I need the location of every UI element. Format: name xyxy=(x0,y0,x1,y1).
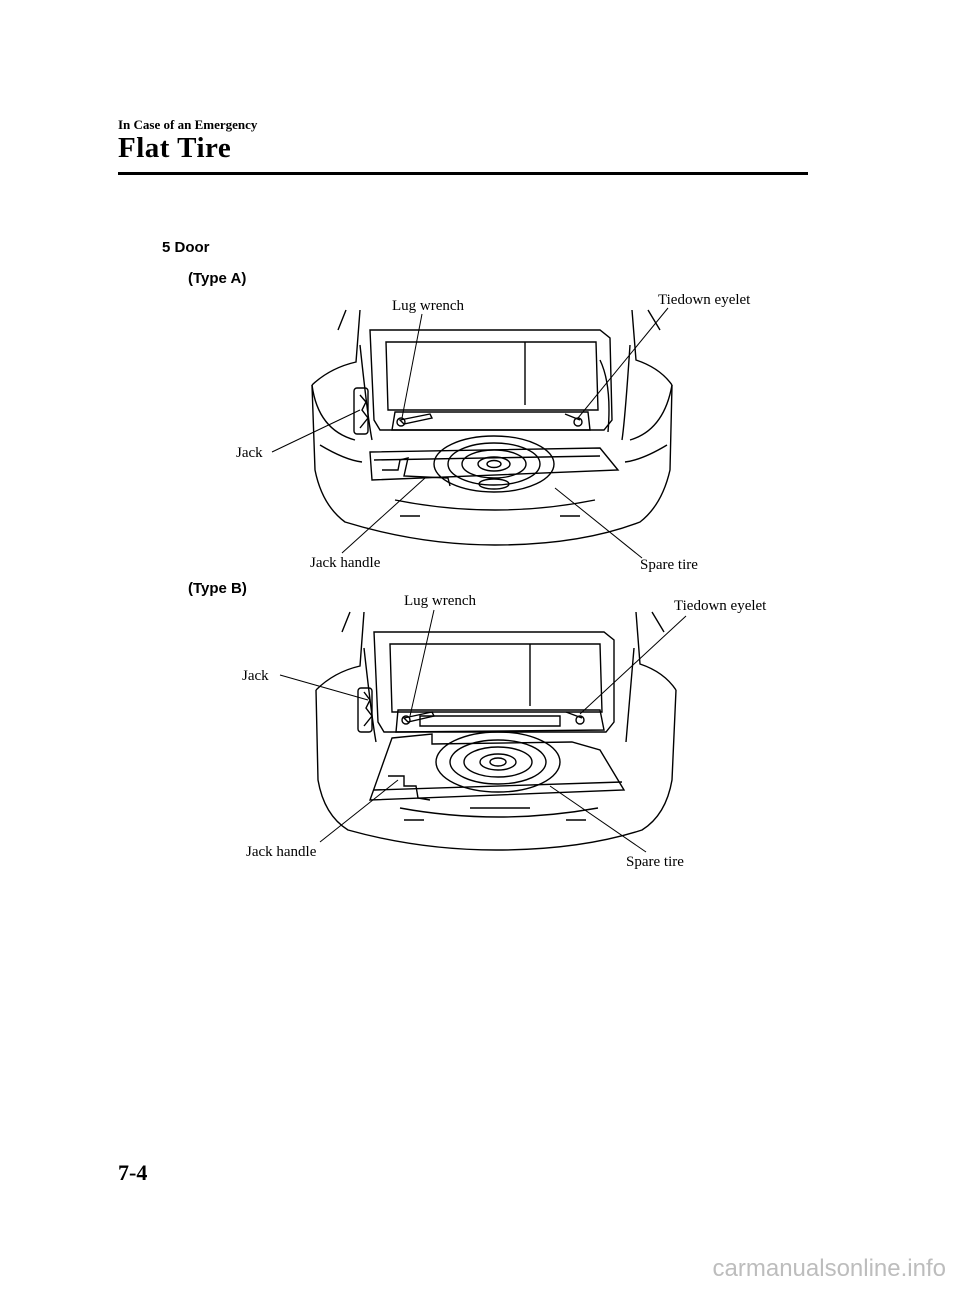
type-a-jack-handle-callout: Jack handle xyxy=(310,555,381,571)
figure-heading: 5 Door xyxy=(162,239,210,256)
type-a-tiedown-eyelet-callout: Tiedown eyelet xyxy=(658,292,751,308)
type-b-label: (Type B) xyxy=(188,580,247,597)
type-b-lug-wrench-callout: Lug wrench xyxy=(404,593,477,609)
section-label: In Case of an Emergency xyxy=(118,117,258,132)
type-b-tiedown-eyelet-callout: Tiedown eyelet xyxy=(674,598,767,614)
type-a-jack-callout: Jack xyxy=(236,445,263,461)
type-b-jack-callout: Jack xyxy=(242,668,269,684)
watermark: carmanualsonline.info xyxy=(712,1255,946,1282)
page-number: 7-4 xyxy=(118,1160,148,1185)
type-b-spare-tire-callout: Spare tire xyxy=(626,854,684,870)
type-a-spare-tire-callout: Spare tire xyxy=(640,557,698,573)
page-title: Flat Tire xyxy=(118,132,232,164)
type-a-label: (Type A) xyxy=(188,270,247,287)
title-rule xyxy=(118,172,808,175)
type-b-jack-handle-callout: Jack handle xyxy=(246,844,317,860)
type-a-lug-wrench-callout: Lug wrench xyxy=(392,298,465,314)
